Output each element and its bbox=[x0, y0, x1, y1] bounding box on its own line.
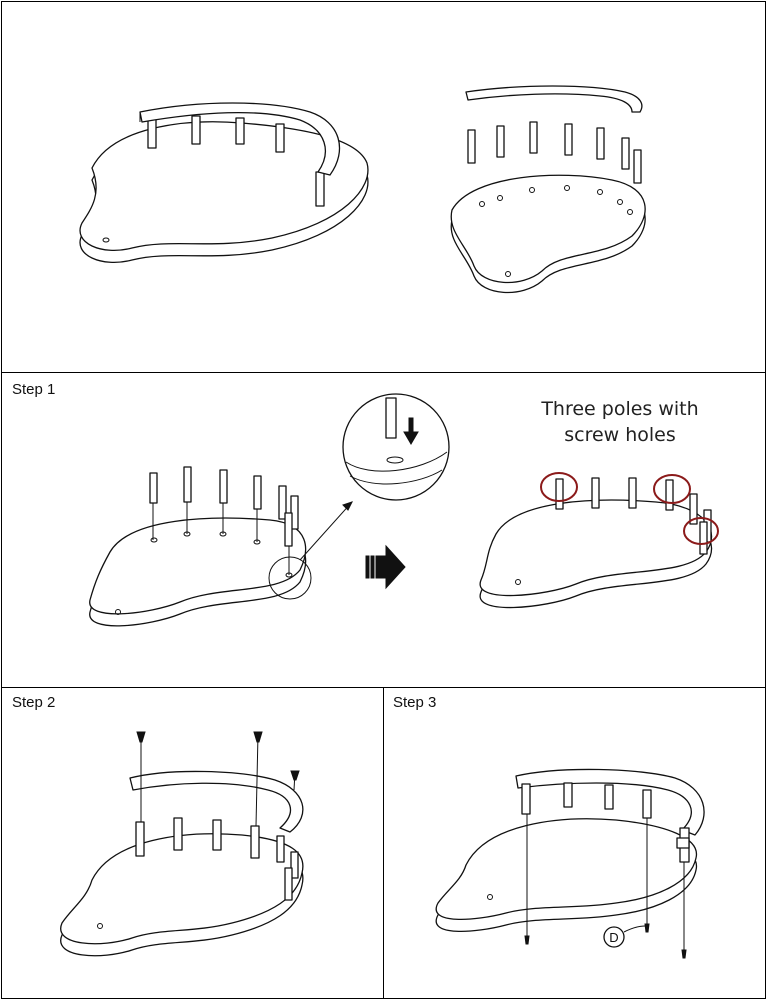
highlight-circle-2 bbox=[653, 474, 691, 504]
exploded-parts-drawing bbox=[450, 85, 646, 294]
part-d-badge bbox=[603, 926, 625, 948]
step1-label: Step 1 bbox=[12, 381, 56, 398]
highlight-circle-1 bbox=[540, 472, 578, 502]
next-arrow-icon bbox=[365, 544, 406, 590]
poles-callout: Three poles with screw holes bbox=[520, 396, 720, 448]
magnified-detail bbox=[342, 393, 450, 501]
callout-line2: screw holes bbox=[564, 424, 676, 446]
part-d-label: D bbox=[609, 930, 618, 945]
step1-right-drawing bbox=[479, 472, 719, 609]
step3-drawing: D bbox=[435, 768, 705, 959]
step2-label: Step 2 bbox=[12, 694, 56, 711]
step3-label: Step 3 bbox=[393, 694, 437, 711]
step1-left-drawing bbox=[89, 466, 353, 627]
assembled-stand-drawing bbox=[79, 102, 369, 264]
highlight-circle-3 bbox=[683, 517, 719, 545]
callout-line1: Three poles with bbox=[541, 398, 699, 420]
step2-drawing bbox=[60, 731, 304, 957]
